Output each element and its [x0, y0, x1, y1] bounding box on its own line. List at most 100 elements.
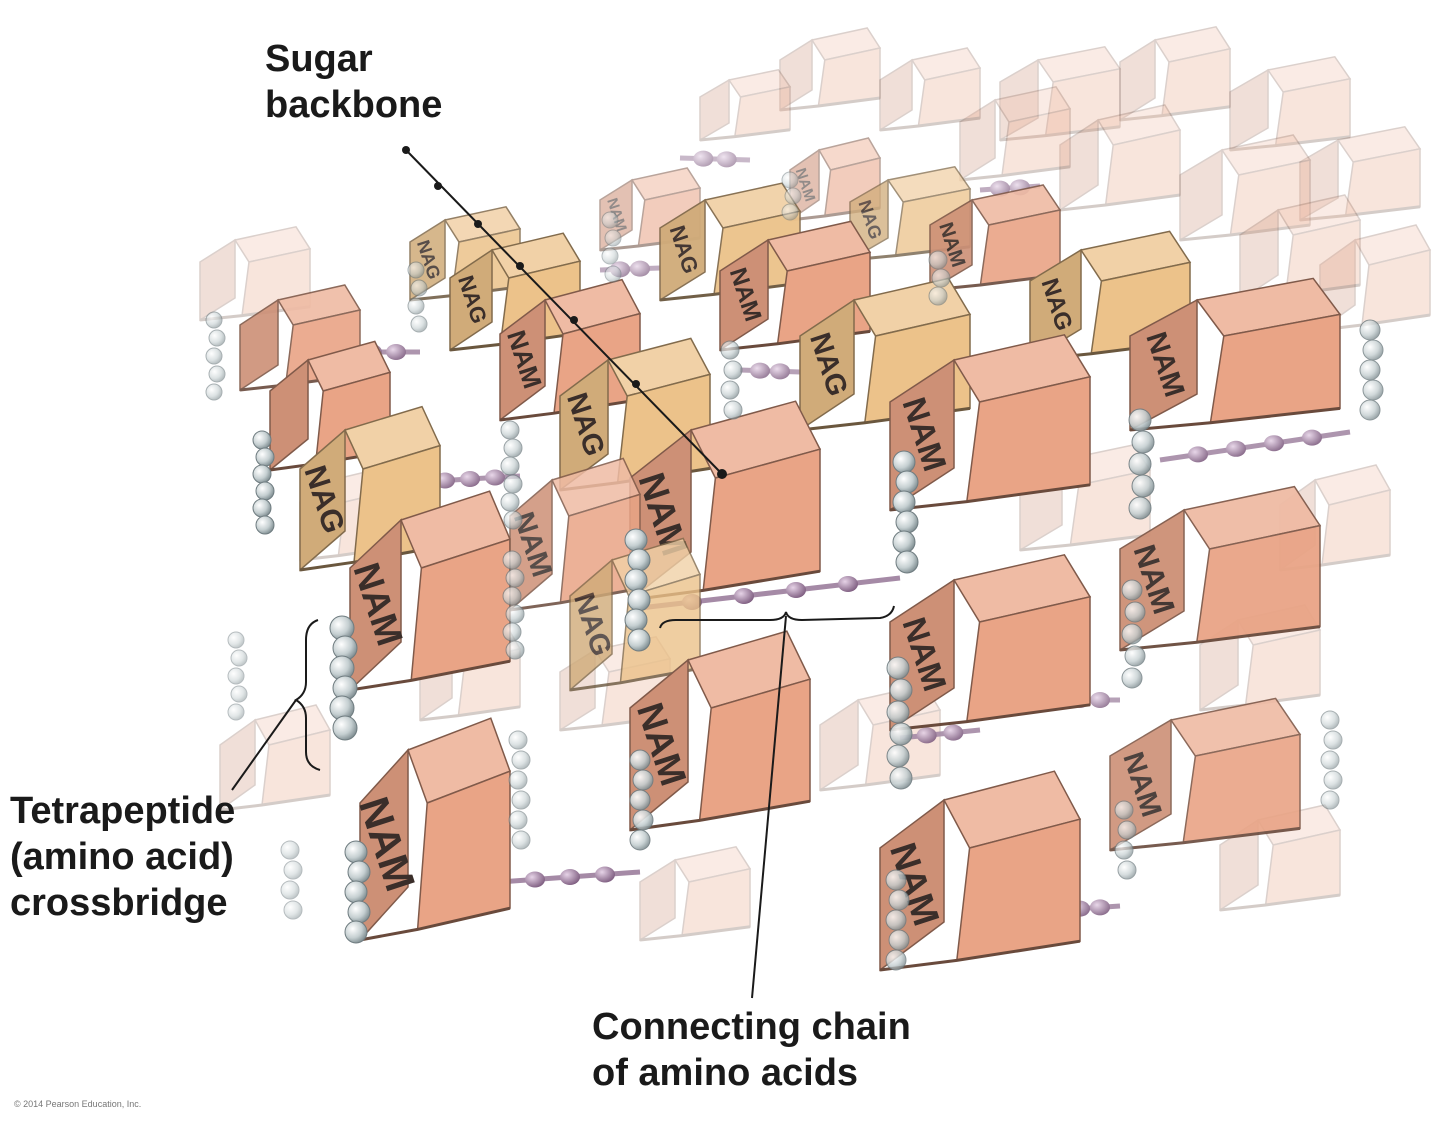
- chain-stem: [739, 367, 801, 375]
- amino-acid-bead: [1359, 359, 1381, 381]
- block-side-face: [199, 238, 236, 322]
- amino-acid-bead: [1131, 474, 1155, 498]
- block-bottom-edge: [1299, 205, 1421, 222]
- block-bottom-edge: [219, 793, 331, 812]
- connecting-chain: [739, 362, 801, 380]
- block-front-face: [1274, 77, 1351, 147]
- block-bottom-edge: [1129, 406, 1341, 432]
- tetrapeptide-column: [624, 528, 651, 652]
- block-bottom-edge: [1019, 533, 1151, 552]
- amino-acid-bead: [1320, 710, 1340, 730]
- amino-acid-bead: [502, 550, 522, 570]
- leader-dot: [474, 220, 482, 228]
- nam-block: NAM: [1129, 277, 1342, 432]
- block-side-face: [299, 428, 346, 572]
- amino-acid-bead: [1362, 339, 1384, 361]
- amino-acid-bead: [230, 685, 248, 703]
- chain-bead: [525, 871, 545, 888]
- amino-acid-bead: [892, 490, 916, 514]
- connecting-chain: [899, 724, 981, 744]
- amino-acid-bead: [505, 640, 525, 660]
- block-bottom-edge: [889, 703, 1091, 732]
- tetrapeptide-column: [720, 340, 743, 420]
- block-side-face: [559, 358, 609, 492]
- block-bottom-edge: [819, 773, 941, 792]
- chain-bead: [460, 471, 480, 487]
- amino-acid-bead: [895, 550, 919, 574]
- block-bottom-edge: [499, 398, 641, 422]
- copyright-notice: © 2014 Pearson Education, Inc.: [14, 1099, 142, 1109]
- block-side-face: [1229, 68, 1269, 152]
- block-bottom-edge: [1219, 893, 1341, 912]
- amino-acid-bead: [928, 250, 948, 270]
- amino-acid-bead: [604, 265, 622, 283]
- nam-block: [999, 45, 1122, 142]
- tetrapeptide-column: [407, 261, 428, 333]
- connecting-chain: [1159, 429, 1351, 463]
- tetrapeptide-column: [601, 211, 622, 283]
- amino-acid-bead: [511, 830, 531, 850]
- nam-block: NAM: [499, 278, 642, 422]
- block-side-face: [659, 198, 706, 302]
- amino-acid-bead: [928, 286, 948, 306]
- block-bottom-edge: [299, 545, 441, 572]
- block-front-face: [1244, 629, 1321, 706]
- nam-block: [1299, 125, 1422, 222]
- block-bottom-edge: [1229, 135, 1351, 152]
- block-side-face: [639, 858, 676, 942]
- block-top-face: [253, 704, 332, 746]
- tetrapeptide-leader: [231, 699, 297, 791]
- label-line: Connecting chain: [592, 1006, 911, 1048]
- nam-block: NAM: [507, 457, 642, 612]
- tetrapeptide-column: [280, 840, 303, 920]
- block-bottom-edge: [1109, 826, 1301, 852]
- amino-acid-bead: [252, 498, 272, 518]
- amino-acid-bead: [895, 470, 919, 494]
- tetrapeptide-column: [508, 730, 531, 850]
- amino-acid-bead: [624, 608, 648, 632]
- amino-acid-bead: [931, 268, 951, 288]
- block-front-face: [1284, 219, 1361, 296]
- chain-bead: [693, 150, 714, 167]
- tetrapeptide-column: [1320, 710, 1343, 810]
- chain-bead: [386, 344, 406, 360]
- chain-bead: [943, 724, 964, 741]
- connecting-chain-bracket: [659, 605, 895, 629]
- chain-bead: [1226, 440, 1246, 457]
- block-front-face: [681, 867, 751, 937]
- block-side-face: [499, 298, 546, 422]
- amino-acid-bead: [1128, 496, 1152, 520]
- tetrapeptide-column: [629, 749, 654, 851]
- amino-acid-bead: [1362, 379, 1384, 401]
- amino-acid-bead: [892, 530, 916, 554]
- block-bottom-edge: [359, 906, 511, 942]
- label-line: Sugar: [265, 38, 373, 80]
- amino-acid-bead: [227, 703, 245, 721]
- block-bottom-edge: [629, 799, 811, 832]
- amino-acid-bead: [892, 450, 916, 474]
- sugar-backbone-leader: [405, 149, 723, 475]
- tetrapeptide-column: [781, 171, 802, 221]
- amino-acid-bead: [503, 510, 523, 530]
- block-front-face: [1264, 829, 1341, 906]
- tetrapeptide-column: [886, 656, 913, 790]
- nam-block: [879, 47, 982, 132]
- chain-bead: [1090, 899, 1110, 916]
- tetrapeptide-column: [1121, 579, 1146, 689]
- amino-acid-bead: [252, 464, 272, 484]
- block-bottom-edge: [699, 128, 791, 142]
- amino-acid-bead: [407, 297, 425, 315]
- block-top-face: [1036, 45, 1122, 83]
- chain-bead: [786, 582, 806, 598]
- amino-acid-bead: [629, 829, 651, 851]
- amino-acid-bead: [283, 860, 303, 880]
- chain-bead: [1302, 429, 1322, 446]
- chain-stem: [679, 155, 751, 163]
- amino-acid-bead: [601, 211, 619, 229]
- amino-acid-bead: [407, 261, 425, 279]
- amino-acid-bead: [889, 766, 913, 790]
- nam-block: [1229, 55, 1352, 152]
- amino-acid-bead: [205, 347, 223, 365]
- tetrapeptide-column: [1128, 408, 1155, 520]
- block-top-face: [910, 47, 982, 81]
